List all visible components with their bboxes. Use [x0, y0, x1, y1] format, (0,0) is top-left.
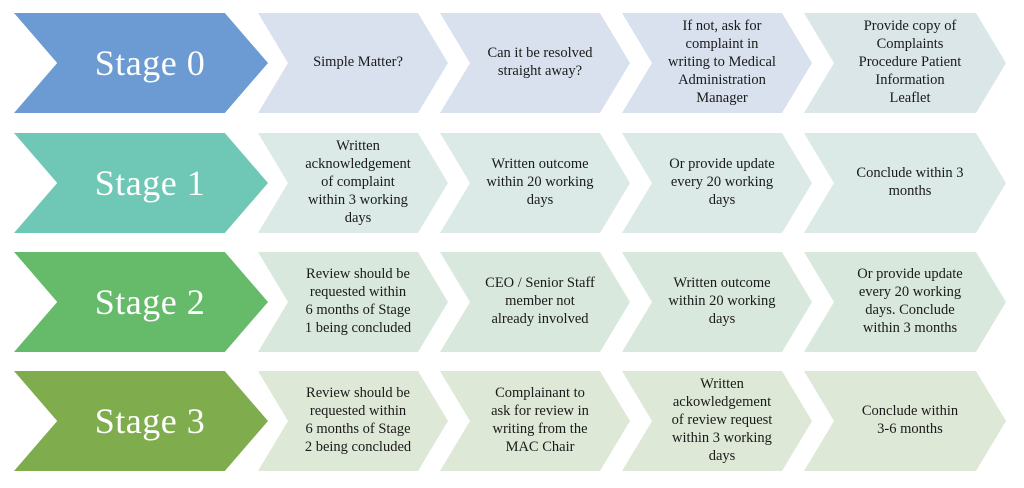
stage-row-1: Written acknowledgement of complaint wit…: [0, 133, 1024, 233]
step-chevron-2-2[interactable]: Written outcome within 20 working days: [622, 252, 812, 352]
step-chevron-0-1[interactable]: Can it be resolved straight away?: [440, 13, 630, 113]
step-chevron-0-0[interactable]: Simple Matter?: [258, 13, 448, 113]
step-label: Written outcome within 20 working days: [486, 156, 594, 208]
step-chevron-3-3[interactable]: Conclude within 3-6 months: [804, 371, 1006, 471]
step-chevron-0-3[interactable]: Provide copy of Complaints Procedure Pat…: [804, 13, 1006, 113]
stage-head-label: Stage 2: [94, 282, 206, 322]
step-label: Written ackowledgement of review request…: [671, 376, 773, 464]
stage-head-label: Stage 0: [94, 43, 206, 83]
stage-head-label: Stage 3: [94, 401, 206, 441]
step-label: Can it be resolved straight away?: [487, 45, 593, 79]
step-chevron-3-2[interactable]: Written ackowledgement of review request…: [622, 371, 812, 471]
stage-row-2: Review should be requested within 6 mont…: [0, 252, 1024, 352]
step-label: Conclude within 3 months: [856, 165, 964, 199]
stage-row-3: Review should be requested within 6 mont…: [0, 371, 1024, 471]
step-chevron-2-0[interactable]: Review should be requested within 6 mont…: [258, 252, 448, 352]
step-chevron-2-3[interactable]: Or provide update every 20 working days.…: [804, 252, 1006, 352]
stage-head-2[interactable]: Stage 2: [14, 252, 268, 352]
stage-row-0: Simple Matter? Can it be resolved straigh…: [0, 13, 1024, 113]
step-label: Written outcome within 20 working days: [668, 275, 776, 327]
step-chevron-3-1[interactable]: Complainant to ask for review in writing…: [440, 371, 630, 471]
step-chevron-1-2[interactable]: Or provide update every 20 working days: [622, 133, 812, 233]
stage-head-0[interactable]: Stage 0: [14, 13, 268, 113]
step-chevron-2-1[interactable]: CEO / Senior Staff member not already in…: [440, 252, 630, 352]
step-label: Provide copy of Complaints Procedure Pat…: [858, 18, 962, 106]
step-label: Complainant to ask for review in writing…: [491, 385, 589, 455]
step-chevron-1-0[interactable]: Written acknowledgement of complaint wit…: [258, 133, 448, 233]
step-label: Or provide update every 20 working days: [669, 156, 775, 208]
step-label: Written acknowledgement of complaint wit…: [305, 138, 411, 226]
step-label: Simple Matter?: [313, 54, 403, 71]
step-label: Review should be requested within 6 mont…: [304, 385, 412, 455]
step-chevron-0-2[interactable]: If not, ask for complaint in writing to …: [622, 13, 812, 113]
stage-head-3[interactable]: Stage 3: [14, 371, 268, 471]
step-label: If not, ask for complaint in writing to …: [668, 18, 776, 106]
step-label: Conclude within 3-6 months: [861, 403, 959, 437]
step-chevron-1-1[interactable]: Written outcome within 20 working days: [440, 133, 630, 233]
step-label: CEO / Senior Staff member not already in…: [485, 275, 595, 327]
step-chevron-3-0[interactable]: Review should be requested within 6 mont…: [258, 371, 448, 471]
step-label: Or provide update every 20 working days.…: [857, 266, 963, 336]
stage-head-label: Stage 1: [94, 163, 206, 203]
stage-head-1[interactable]: Stage 1: [14, 133, 268, 233]
step-label: Review should be requested within 6 mont…: [304, 266, 412, 336]
step-chevron-1-3[interactable]: Conclude within 3 months: [804, 133, 1006, 233]
